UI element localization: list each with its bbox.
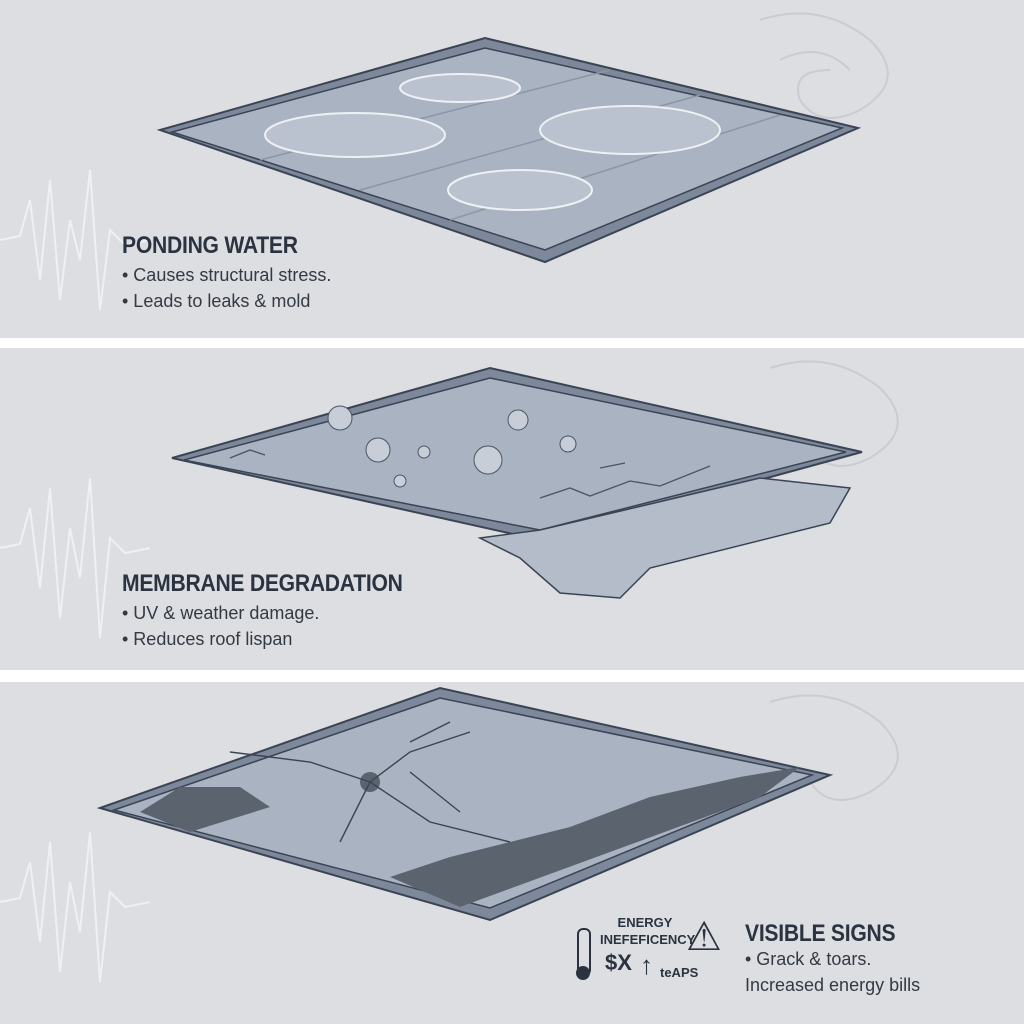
bullet: • UV & weather damage.: [122, 603, 320, 623]
wind-swirl-icon: [759, 12, 889, 119]
wind-swirl-icon: [769, 694, 899, 801]
seismic-wave-icon: [0, 169, 151, 311]
bullet: • Leads to leaks & mold: [122, 291, 311, 311]
cracked-roof-illustration: [0, 686, 899, 983]
panel-visible-signs: ENERGY INEFEFICENCY $X ↑ teAPS ⚠ VISIBLE…: [0, 682, 1024, 1024]
panel-membrane-degradation: MEMBRANE DEGRADATION • UV & weather dama…: [0, 348, 1024, 670]
panel-ponding-water: PONDING WATER • Causes structural stress…: [0, 0, 1024, 338]
degraded-roof-illustration: [0, 360, 899, 639]
panel-title: PONDING WATER: [122, 232, 298, 259]
seismic-wave-icon: [0, 477, 151, 639]
panel-title: VISIBLE SIGNS: [745, 920, 896, 947]
energy-label: ENERGY INEFEFICENCY: [600, 915, 696, 947]
thermometer-icon: [576, 928, 591, 980]
ponding-roof-illustration: [0, 12, 889, 311]
bullet: • Causes structural stress.: [122, 265, 332, 285]
bullet: Increased energy bills: [745, 975, 921, 995]
arrow-up-icon: ↑: [640, 950, 653, 980]
warning-icon: ⚠: [686, 915, 722, 959]
cost-label: $X: [605, 950, 632, 975]
seismic-wave-icon: [0, 831, 151, 983]
bullet: • Reduces roof lispan: [122, 629, 293, 649]
bullet: • Grack & toars.: [745, 949, 872, 969]
wind-swirl-icon: [769, 360, 899, 467]
panel-title: MEMBRANE DEGRADATION: [122, 570, 403, 597]
tears-label: teAPS: [660, 965, 699, 980]
